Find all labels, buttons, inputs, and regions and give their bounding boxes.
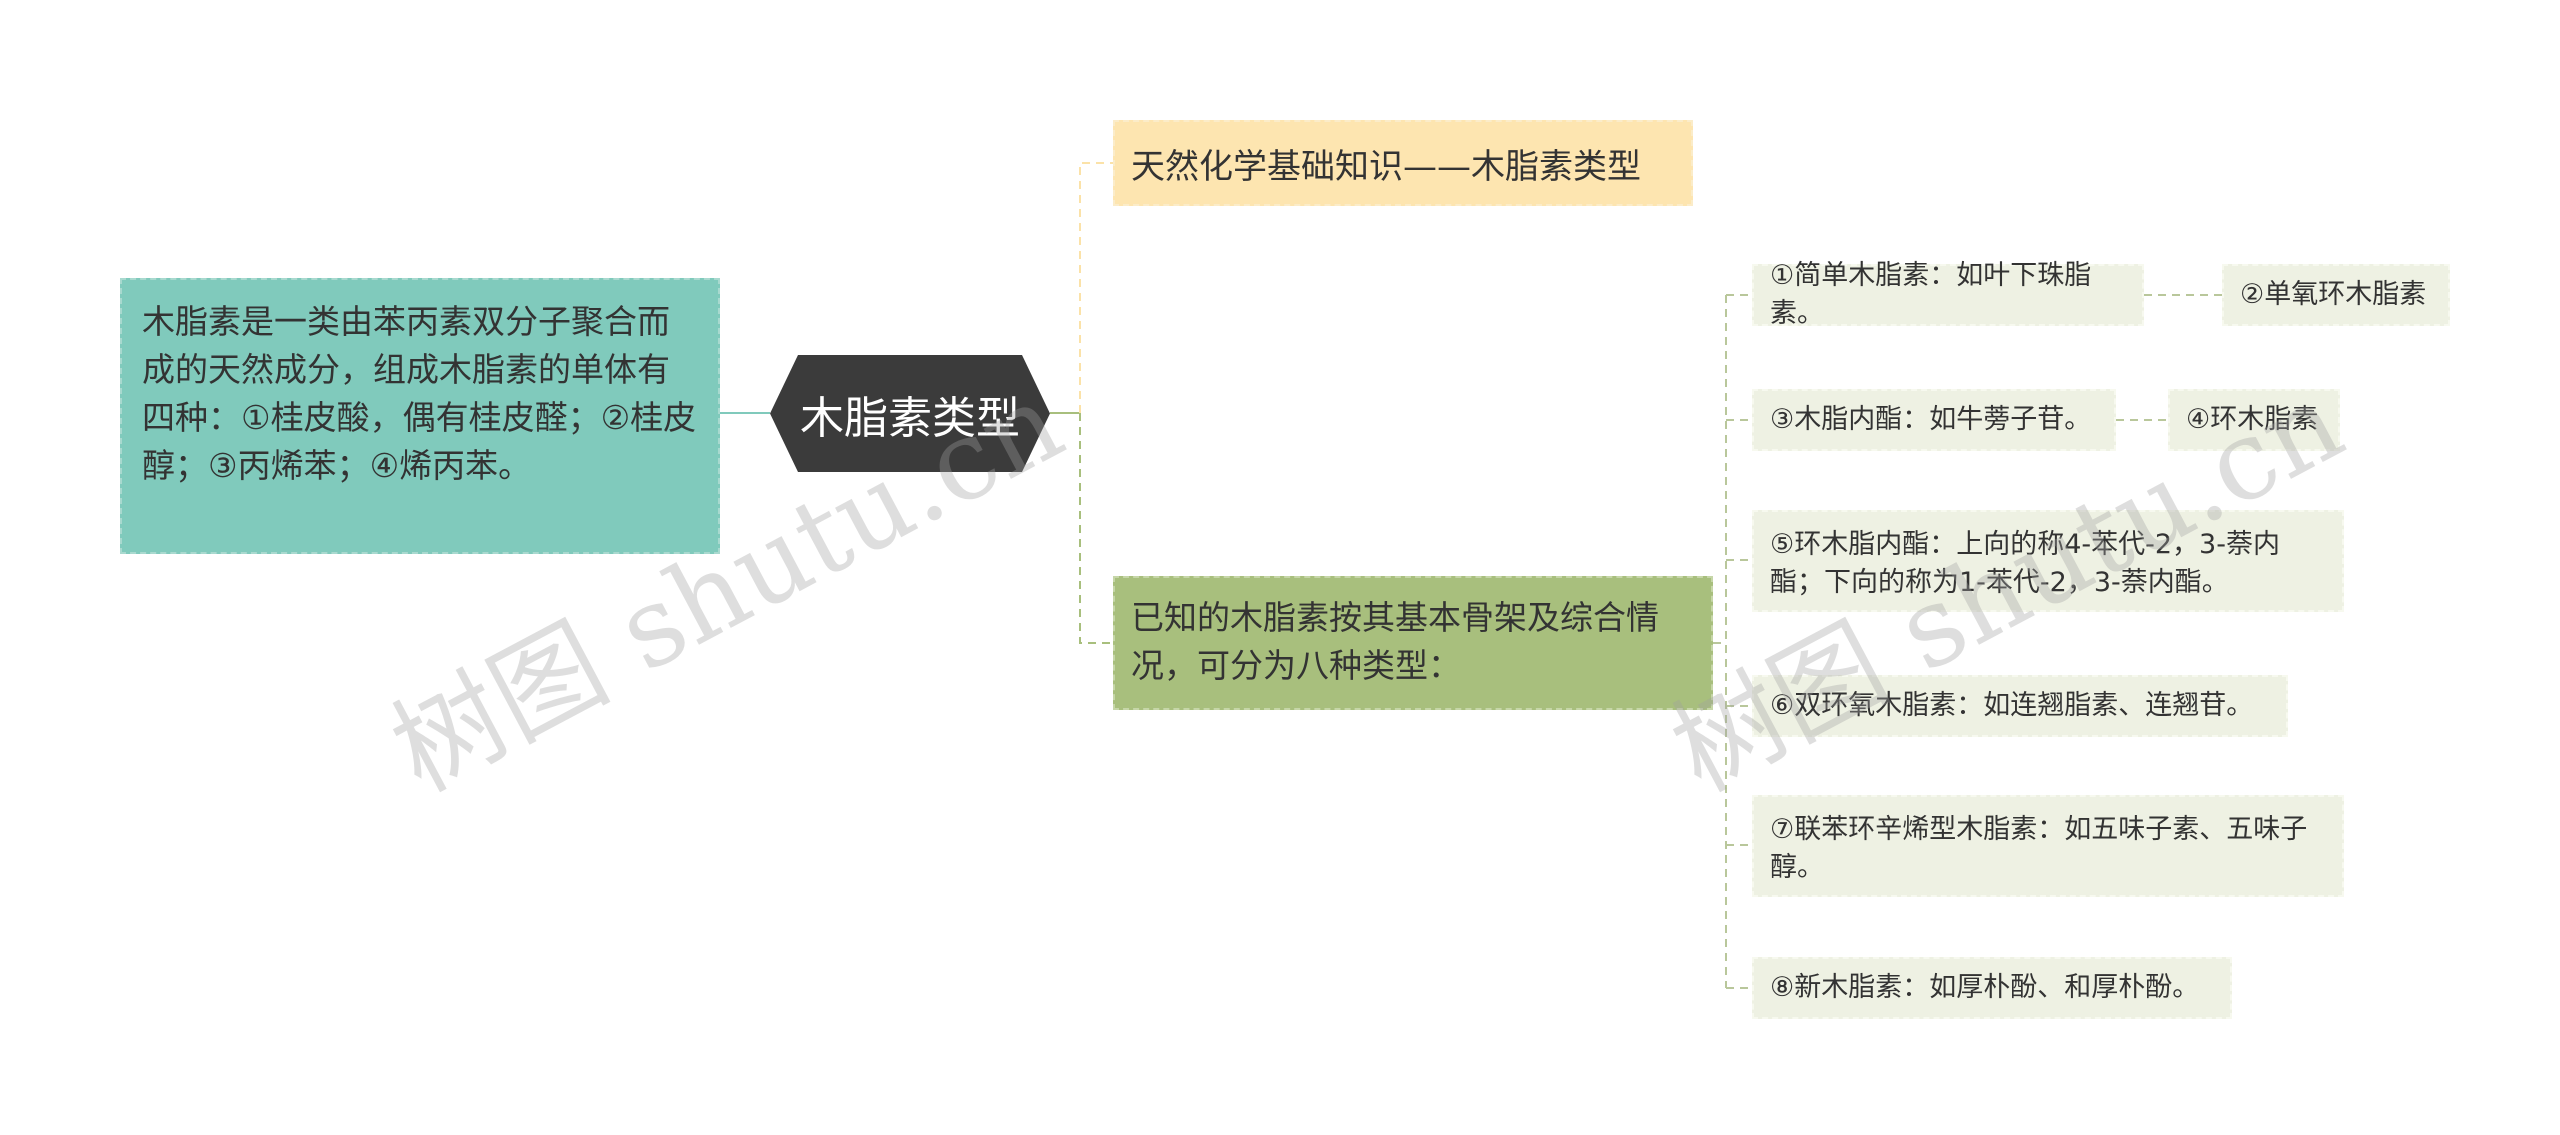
topic-title-node[interactable]: 天然化学基础知识——木脂素类型 (1113, 120, 1693, 206)
lignan-type-7-text: ⑦联苯环辛烯型木脂素：如五味子素、五味子醇。 (1770, 814, 2308, 883)
connector-mid-topic (1079, 413, 1113, 644)
lignan-type-2-node[interactable]: ②单氧环木脂素 (2222, 264, 2450, 326)
lignan-type-8-node[interactable]: ⑧新木脂素：如厚朴酚、和厚朴酚。 (1752, 957, 2232, 1019)
central-topic-node[interactable]: 木脂素类型 (770, 355, 1050, 472)
lignan-type-4-text: ④环木脂素 (2186, 404, 2319, 435)
lignan-type-3-text: ③木脂内酯：如牛蒡子苷。 (1770, 404, 2092, 435)
lignan-type-1-text: ①简单木脂素：如叶下珠脂素。 (1770, 260, 2092, 329)
lignan-type-4-node[interactable]: ④环木脂素 (2168, 389, 2340, 451)
lignan-type-7-node[interactable]: ⑦联苯环辛烯型木脂素：如五味子素、五味子醇。 (1752, 795, 2344, 897)
connector-leaves-trunk (1713, 295, 1727, 988)
lignan-type-1-node[interactable]: ①简单木脂素：如叶下珠脂素。 (1752, 260, 2144, 329)
lignan-type-8-text: ⑧新木脂素：如厚朴酚、和厚朴酚。 (1770, 972, 2200, 1003)
classification-topic-text: 已知的木脂素按其基本骨架及综合情况，可分为八种类型： (1131, 598, 1659, 685)
monomer-description-node[interactable]: 木脂素是一类由苯丙素双分子聚合而成的天然成分，组成木脂素的单体有四种：①桂皮酸，… (120, 278, 720, 554)
connector-top-title (1079, 162, 1113, 413)
central-topic-label: 木脂素类型 (800, 392, 1020, 444)
topic-title-text: 天然化学基础知识——木脂素类型 (1131, 146, 1641, 187)
lignan-type-6-node[interactable]: ⑥双环氧木脂素：如连翘脂素、连翘苷。 (1752, 675, 2288, 737)
lignan-type-3-node[interactable]: ③木脂内酯：如牛蒡子苷。 (1752, 389, 2116, 451)
lignan-type-5-node[interactable]: ⑤环木脂内酯：上向的称4-苯代-2，3-萘内酯；下向的称为1-苯代-2，3-萘内… (1752, 510, 2344, 612)
lignan-type-5-text: ⑤环木脂内酯：上向的称4-苯代-2，3-萘内酯；下向的称为1-苯代-2，3-萘内… (1770, 529, 2280, 598)
lignan-type-2-text: ②单氧环木脂素 (2240, 279, 2427, 310)
classification-topic-node[interactable]: 已知的木脂素按其基本骨架及综合情况，可分为八种类型： (1113, 576, 1713, 710)
monomer-description-text: 木脂素是一类由苯丙素双分子聚合而成的天然成分，组成木脂素的单体有四种：①桂皮酸，… (142, 302, 697, 485)
lignan-type-6-text: ⑥双环氧木脂素：如连翘脂素、连翘苷。 (1770, 690, 2254, 721)
